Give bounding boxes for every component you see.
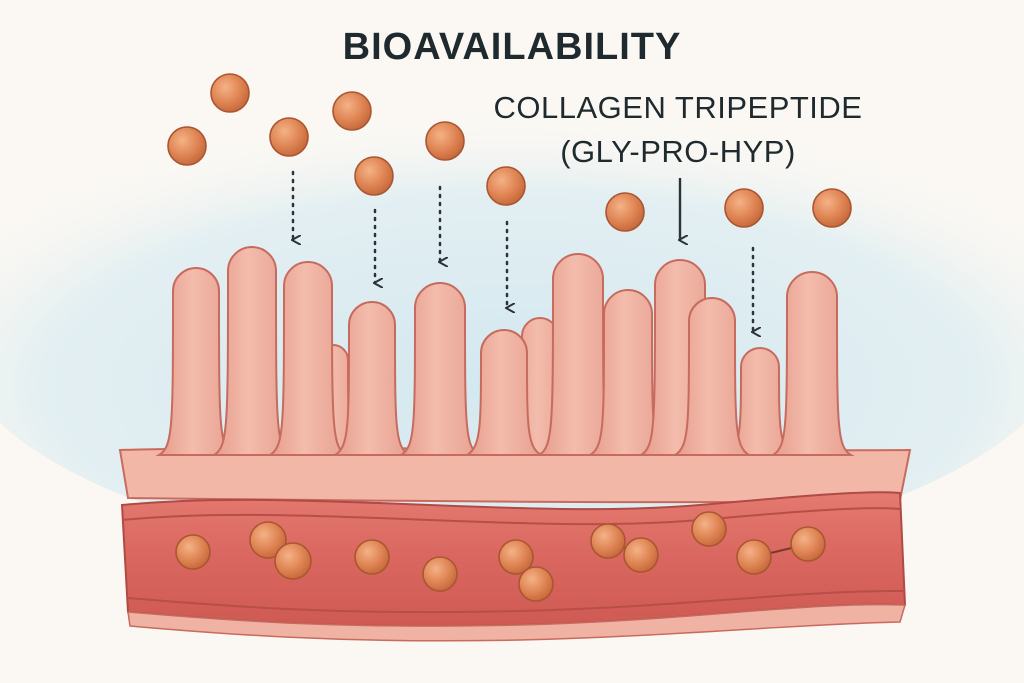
absorbed-peptides xyxy=(175,511,826,602)
peptide-ball xyxy=(167,126,207,166)
villus xyxy=(266,261,350,456)
peptide-ball xyxy=(249,521,287,559)
villus xyxy=(671,297,753,456)
villi-group xyxy=(155,246,855,456)
label-line-2: (GLY-PRO-HYP) xyxy=(560,134,796,169)
peptide-ball xyxy=(210,73,250,113)
peptide-ball xyxy=(332,91,372,131)
peptide-ball xyxy=(498,539,534,575)
peptide-ball xyxy=(422,556,458,592)
villus xyxy=(463,329,545,456)
peptide-ball xyxy=(175,534,211,570)
vessel-wall-line xyxy=(127,589,906,614)
peptide-ball xyxy=(518,566,554,602)
label-line-1: COLLAGEN TRIPEPTIDE xyxy=(493,90,863,125)
peptide-ball xyxy=(691,511,727,547)
collagen-tripeptide-label: COLLAGEN TRIPEPTIDE (GLY-PRO-HYP) xyxy=(468,86,888,174)
villus xyxy=(723,347,797,456)
peptide-ball xyxy=(354,539,390,575)
vessel-lower-tissue xyxy=(127,603,906,642)
peptide-ball xyxy=(274,542,312,580)
intestinal-wall xyxy=(118,447,912,504)
villus xyxy=(331,301,413,456)
peptide-ball xyxy=(354,156,394,196)
peptide-ball xyxy=(605,192,645,232)
peptide-ball xyxy=(623,537,659,573)
peptide-ball xyxy=(425,121,465,161)
villus xyxy=(397,282,483,456)
peptide-ball xyxy=(812,188,852,228)
villus xyxy=(210,246,294,456)
peptide-ball xyxy=(269,117,309,157)
absorption-arrows xyxy=(293,170,753,332)
lumen-peptides xyxy=(167,73,852,232)
peptide-ball xyxy=(590,523,626,559)
villus xyxy=(769,271,855,456)
villus xyxy=(155,267,237,456)
peptide-ball xyxy=(486,166,526,206)
peptide-ball xyxy=(736,539,772,575)
peptide-ball xyxy=(790,526,826,562)
peptide-ball xyxy=(724,188,764,228)
diagram-title: BIOAVAILABILITY xyxy=(342,26,682,68)
